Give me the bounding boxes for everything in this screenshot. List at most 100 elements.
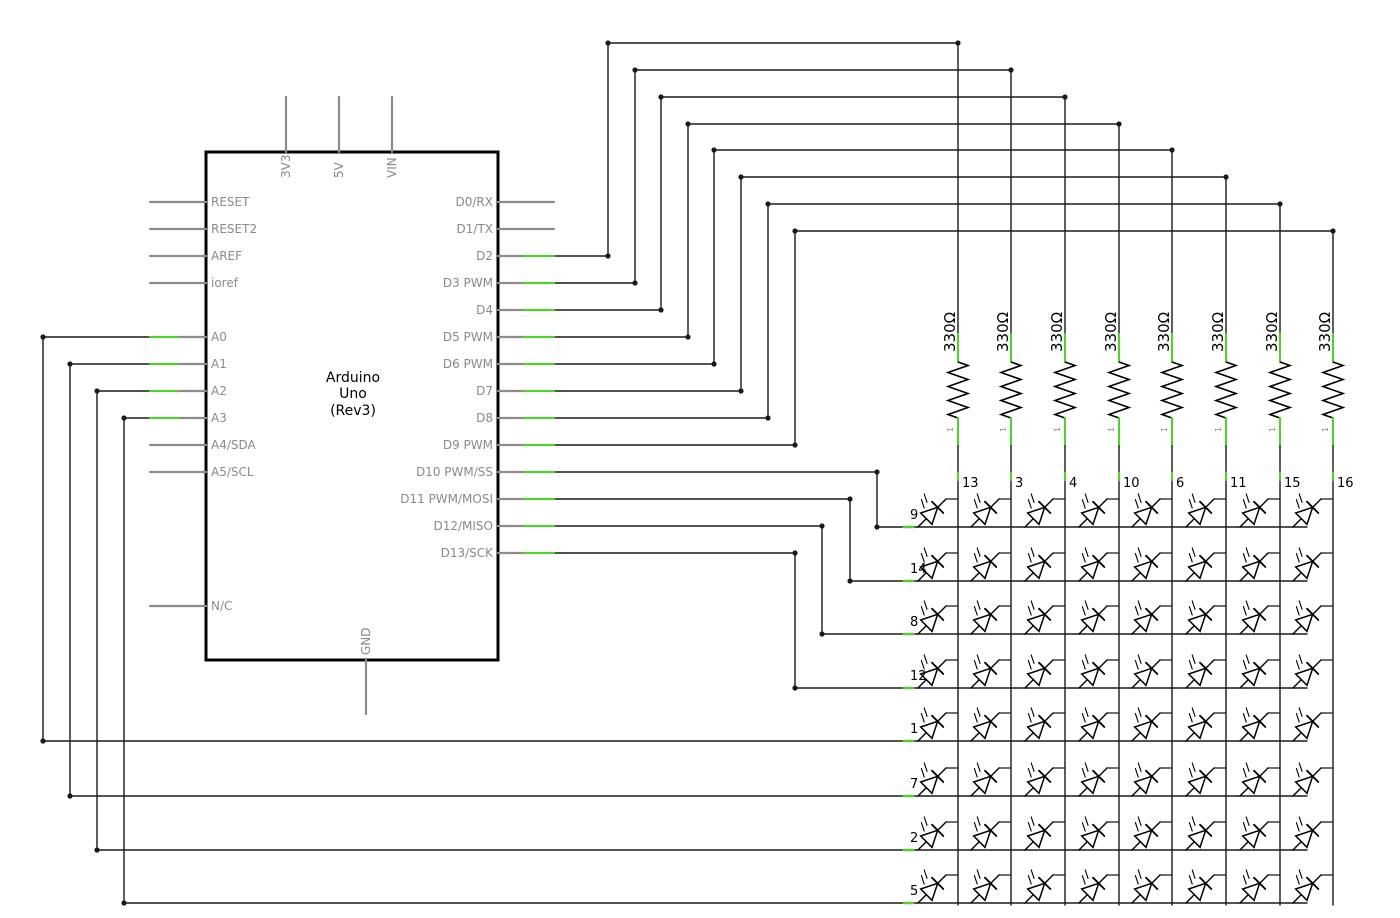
led-triangle xyxy=(1026,613,1046,633)
led-arrow xyxy=(1298,869,1303,879)
led xyxy=(970,707,1000,742)
resistor-value-label: 330Ω xyxy=(1316,312,1334,352)
led-arrow xyxy=(976,493,981,503)
resistor-value-label: 330Ω xyxy=(1263,312,1281,352)
led-arrow xyxy=(1137,707,1142,717)
led-lead xyxy=(1292,893,1303,904)
column-pin-label: 4 xyxy=(1069,476,1077,491)
led-arrow xyxy=(1188,553,1193,563)
led-arrow xyxy=(1245,816,1250,826)
led-arrow xyxy=(1188,768,1193,778)
led-triangle xyxy=(1026,775,1046,795)
led-triangle xyxy=(919,613,939,633)
led-triangle xyxy=(919,667,939,687)
led xyxy=(917,654,947,689)
led-triangle xyxy=(1241,775,1261,795)
led-triangle xyxy=(1294,775,1314,795)
led-lead xyxy=(936,552,947,563)
wire-junction xyxy=(1008,67,1014,73)
led-lead xyxy=(1097,552,1108,563)
resistor-body xyxy=(1320,361,1346,419)
led-bar xyxy=(1253,876,1267,890)
led-lead xyxy=(1043,659,1054,670)
wire-junction xyxy=(40,738,46,744)
led-arrow xyxy=(1188,875,1193,885)
led-arrow xyxy=(1245,654,1250,664)
led xyxy=(1292,816,1322,851)
left-pin-label: A0 xyxy=(211,330,227,344)
led-arrow xyxy=(1027,768,1032,778)
led-lead xyxy=(1292,517,1303,528)
led-arrow xyxy=(1295,606,1300,616)
led-arrow xyxy=(976,547,981,557)
led-lead xyxy=(1292,678,1303,689)
led-arrow xyxy=(1191,762,1196,772)
led-triangle xyxy=(1294,720,1314,740)
led-lead xyxy=(1131,517,1142,528)
led-triangle xyxy=(1241,882,1261,902)
led-lead xyxy=(936,767,947,778)
led-arrow xyxy=(1134,822,1139,832)
led-lead xyxy=(1292,786,1303,797)
bottom-pin-label: GND xyxy=(359,627,373,655)
led-arrow xyxy=(1081,606,1086,616)
led-arrow xyxy=(1298,707,1303,717)
led xyxy=(1078,869,1108,904)
led-arrow xyxy=(1298,762,1303,772)
led-lead xyxy=(1204,552,1215,563)
right-pin-label: D3 PWM xyxy=(443,276,493,290)
wire-junction xyxy=(121,900,127,906)
led-arrow xyxy=(923,493,928,503)
led xyxy=(1024,762,1054,797)
resistor-pin-mark: 1 xyxy=(1321,427,1330,432)
led xyxy=(1292,600,1322,635)
led-bar xyxy=(984,500,998,514)
led-lead xyxy=(1024,678,1035,689)
resistor-pin-mark: 1 xyxy=(999,427,1008,432)
led-bar xyxy=(1306,876,1320,890)
resistor-pin-mark: 1 xyxy=(1268,427,1277,432)
led-bar xyxy=(1092,769,1106,783)
led-lead xyxy=(970,840,981,851)
led-arrow xyxy=(1242,553,1247,563)
led-bar xyxy=(1306,823,1320,837)
wire-junction xyxy=(819,631,825,637)
wire-junction xyxy=(738,174,744,180)
led-lead xyxy=(1311,659,1322,670)
led-arrow xyxy=(1242,499,1247,509)
led-arrow xyxy=(1081,713,1086,723)
led-lead xyxy=(970,731,981,742)
led-arrow xyxy=(1027,660,1032,670)
led-arrow xyxy=(1027,713,1032,723)
led-arrow xyxy=(1084,869,1089,879)
left-pin-label: N/C xyxy=(211,599,232,613)
led-lead xyxy=(1024,731,1035,742)
left-pin-label: A3 xyxy=(211,411,227,425)
led xyxy=(1239,762,1269,797)
led-triangle xyxy=(972,720,992,740)
led-arrow xyxy=(1242,822,1247,832)
led-lead xyxy=(1185,678,1196,689)
wire-junction xyxy=(955,40,961,46)
led-lead xyxy=(1131,786,1142,797)
led-arrow xyxy=(973,499,978,509)
led-arrow xyxy=(920,713,925,723)
led-lead xyxy=(989,498,1000,509)
led-bar xyxy=(1092,661,1106,675)
wire-junction xyxy=(819,523,825,529)
led-arrow xyxy=(1081,768,1086,778)
led-arrow xyxy=(923,654,928,664)
led-lead xyxy=(1239,678,1250,689)
led-arrow xyxy=(976,869,981,879)
led-arrow xyxy=(1191,493,1196,503)
led-arrow xyxy=(1295,660,1300,670)
led-triangle xyxy=(1133,560,1153,580)
led-bar xyxy=(984,876,998,890)
wire-d2-to-resistor-1 xyxy=(554,42,959,334)
led-bar xyxy=(1038,500,1052,514)
led xyxy=(970,654,1000,689)
led-lead xyxy=(989,874,1000,885)
led-bar xyxy=(1306,769,1320,783)
